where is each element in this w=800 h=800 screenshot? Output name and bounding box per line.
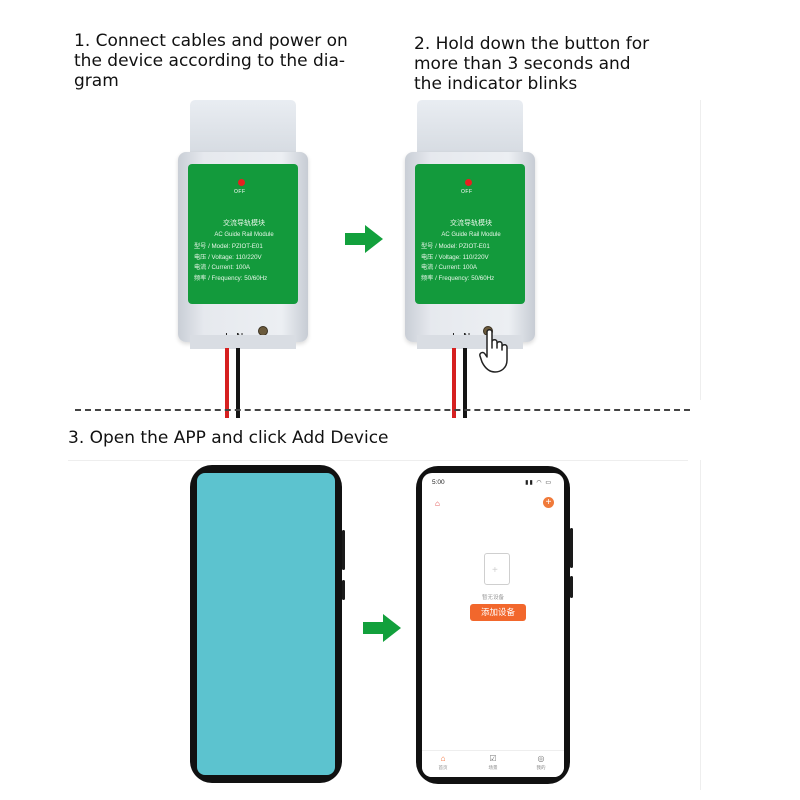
step1-instruction: 1. Connect cables and power on the devic… [74, 31, 374, 91]
step2-instruction: 2. Hold down the button for more than 3 … [414, 34, 684, 94]
tab-bar: ⌂ 首页 ☑ 场景 ◎ 我的 [422, 750, 564, 777]
pointing-hand-icon [479, 329, 508, 373]
module-logo: OFF [234, 189, 246, 195]
neutral-wire [463, 348, 467, 418]
phone-home-screen [190, 465, 342, 783]
step1-line1: 1. Connect cables and power on [74, 31, 348, 51]
empty-plus-icon: + [492, 565, 498, 576]
status-bar: 5:00 ▮▮ ◠ ▭ [432, 479, 554, 489]
step1-line3: gram [74, 71, 119, 91]
add-device-plus-button[interactable]: + [543, 497, 554, 508]
module-voltage: 电压 / Voltage: 110/220V [194, 253, 262, 261]
section-divider [75, 409, 690, 411]
step1-line2: the device according to the dia- [74, 51, 346, 71]
module-frequency: 频率 / Frequency: 50/60Hz [421, 274, 495, 282]
tab-scene[interactable]: ☑ 场景 [478, 754, 508, 771]
module-model: 型号 / Model: PZIOT-E01 [194, 243, 263, 250]
divider-faint [68, 460, 688, 461]
module-title: 交流导轨模块 [450, 220, 492, 227]
module-rail-clip-bottom [190, 335, 296, 349]
add-device-button[interactable]: 添加设备 [470, 604, 526, 621]
module-rail-clip-top [190, 100, 296, 160]
arrow-right-icon [345, 225, 383, 253]
module-current: 电流 / Current: 100A [421, 264, 478, 271]
phone-side-button [342, 580, 345, 600]
home-logo-icon: ⌂ [435, 499, 440, 508]
neutral-wire [236, 348, 240, 418]
user-icon: ◎ [537, 754, 545, 763]
module-body: OFF 交流导轨模块 AC Guide Rail Module 型号 / Mod… [178, 152, 308, 343]
step2-line1: 2. Hold down the button for [414, 34, 650, 54]
signal-wifi-battery-icon: ▮▮ ◠ ▭ [525, 480, 552, 486]
module-label-panel: OFF 交流导轨模块 AC Guide Rail Module 型号 / Mod… [188, 164, 298, 304]
tab-me-label: 我的 [536, 765, 546, 770]
divider-faint [700, 100, 701, 400]
live-wire [225, 348, 229, 418]
tab-me[interactable]: ◎ 我的 [526, 754, 556, 771]
step3-instruction: 3. Open the APP and click Add Device [68, 428, 389, 448]
indicator-led [238, 179, 245, 186]
indicator-led [465, 179, 472, 186]
step2-line2: more than 3 seconds and [414, 54, 631, 74]
module-current: 电流 / Current: 100A [194, 264, 251, 271]
tab-scene-label: 场景 [488, 765, 498, 770]
app-screen: 5:00 ▮▮ ◠ ▭ ⌂ + + 暂无设备 添加设备 ⌂ 首页 ☑ 场景 ◎ … [422, 473, 564, 777]
step2-line3: the indicator blinks [414, 74, 578, 94]
empty-state-text: 暂无设备 [481, 595, 504, 601]
module-subtitle: AC Guide Rail Module [441, 231, 501, 238]
rail-module-button-press: OFF 交流导轨模块 AC Guide Rail Module 型号 / Mod… [405, 100, 535, 418]
module-model: 型号 / Model: PZIOT-E01 [421, 243, 490, 250]
module-subtitle: AC Guide Rail Module [214, 231, 274, 238]
divider-faint [700, 460, 701, 790]
tab-home[interactable]: ⌂ 首页 [428, 754, 458, 771]
live-wire [452, 348, 456, 418]
phone-side-button [570, 576, 573, 598]
empty-document-icon [484, 553, 510, 585]
home-icon: ⌂ [440, 754, 446, 763]
phone-side-button [342, 530, 345, 570]
module-body: OFF 交流导轨模块 AC Guide Rail Module 型号 / Mod… [405, 152, 535, 343]
arrow-right-icon [363, 614, 401, 642]
module-title: 交流导轨模块 [223, 220, 265, 227]
module-voltage: 电压 / Voltage: 110/220V [421, 253, 489, 261]
tab-home-label: 首页 [438, 765, 448, 770]
checkbox-icon: ☑ [489, 754, 497, 763]
phone-screen-blank [197, 473, 335, 775]
rail-module-powered: OFF 交流导轨模块 AC Guide Rail Module 型号 / Mod… [178, 100, 308, 418]
status-time: 5:00 [432, 479, 445, 486]
module-label-panel: OFF 交流导轨模块 AC Guide Rail Module 型号 / Mod… [415, 164, 525, 304]
phone-app-screen: 5:00 ▮▮ ◠ ▭ ⌂ + + 暂无设备 添加设备 ⌂ 首页 ☑ 场景 ◎ … [416, 466, 570, 784]
phone-side-button [570, 528, 573, 568]
module-rail-clip-top [417, 100, 523, 160]
module-logo: OFF [461, 189, 473, 195]
module-frequency: 频率 / Frequency: 50/60Hz [194, 274, 268, 282]
